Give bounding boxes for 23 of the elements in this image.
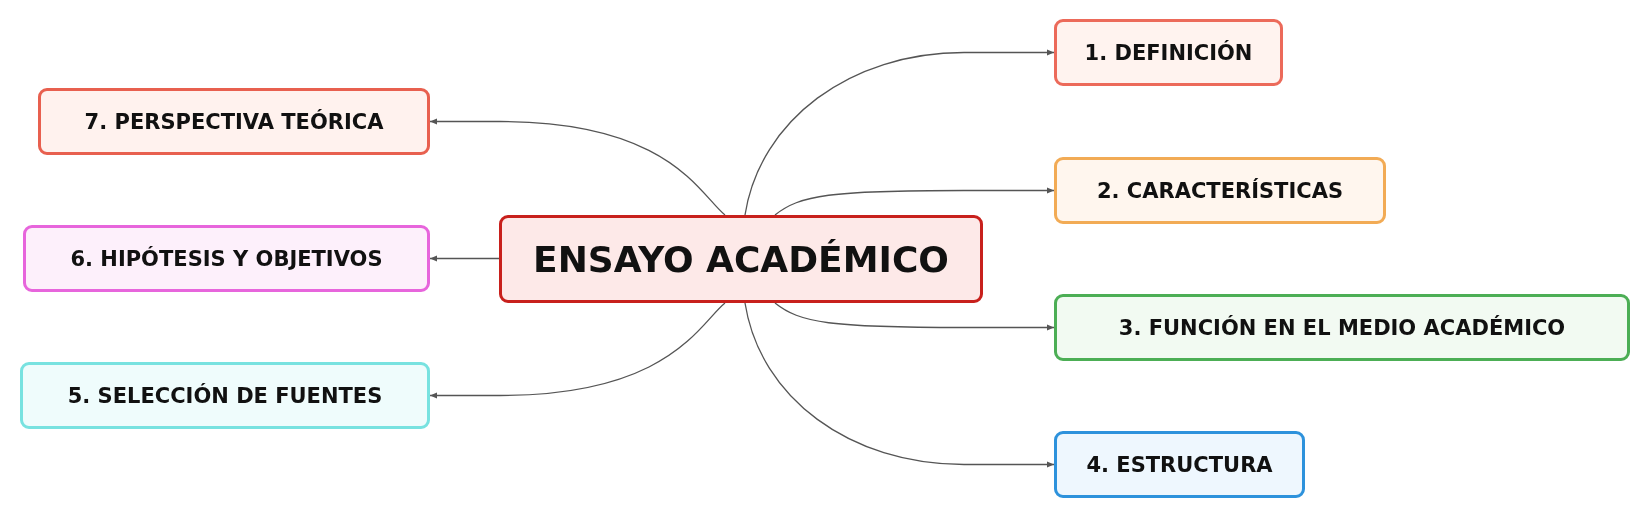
topic-box [1054, 157, 1386, 224]
topic-box [23, 225, 430, 292]
connector-arrow [744, 302, 1055, 468]
connector-arrow [744, 49, 1055, 216]
topic-text: 5. SELECCIÓN DE FUENTES [67, 383, 383, 408]
topic-box [1054, 294, 1630, 361]
topic-box [38, 88, 430, 155]
central-topic-text: ENSAYO ACADÉMICO [533, 238, 949, 280]
connector-arrow [774, 187, 1055, 216]
topic-text: 2. CARACTERÍSTICAS [1096, 178, 1344, 203]
topic-text: 4. ESTRUCTURA [1086, 452, 1273, 477]
topic-text: 7. PERSPECTIVA TEÓRICA [84, 109, 384, 134]
connector-arrow [774, 302, 1055, 331]
topic-box [1054, 19, 1283, 86]
connector-arrow [429, 302, 726, 399]
central-topic-box [499, 215, 983, 303]
topic-text: 3. FUNCIÓN EN EL MEDIO ACADÉMICO [1118, 315, 1566, 340]
topic-text: 6. HIPÓTESIS Y OBJETIVOS [70, 246, 383, 271]
topic-box [1054, 431, 1305, 498]
topic-box [20, 362, 430, 429]
connector-arrow [429, 255, 500, 262]
topic-text: 1. DEFINICIÓN [1084, 40, 1253, 65]
connector-arrow [429, 118, 726, 216]
